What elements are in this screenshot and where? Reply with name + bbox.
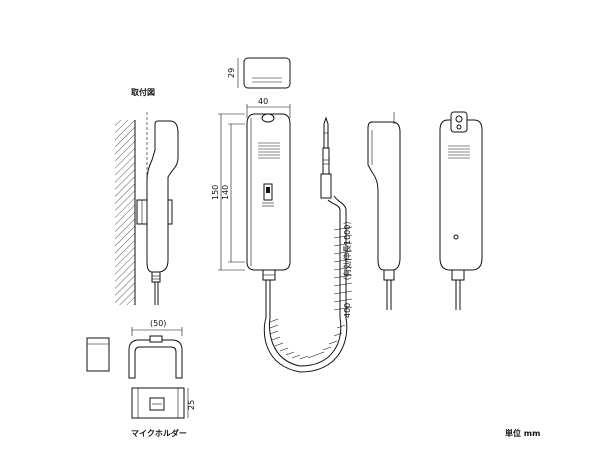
holder-side-view: [86, 337, 110, 372]
mic-body-side: [367, 121, 401, 271]
phone-plug: [320, 116, 332, 199]
mounting-diagram-title: 取付図: [131, 87, 155, 97]
holder-top-view: [128, 339, 183, 379]
coiled-cord: [263, 195, 353, 373]
mounting-diagram: 取付図: [115, 87, 179, 305]
speaker-grille: [258, 142, 280, 159]
mic-top-view: [243, 57, 291, 89]
mic-body-back: [439, 119, 483, 271]
holder-width-label: (50): [150, 319, 166, 328]
cord-length-label: 400: [343, 303, 352, 318]
holder-height-label: 25: [187, 400, 196, 410]
mic-side-view: [367, 112, 401, 310]
mic-front-view: 29 40 150: [211, 57, 353, 373]
unit-label: 単位 mm: [505, 428, 540, 438]
mic-holder-views: (50) 25 マイクホルダー: [86, 319, 196, 438]
mounted-mic-outline: [146, 120, 179, 273]
cord-note-label: （有効伸長1000）: [342, 217, 352, 285]
total-length-label: 150: [211, 185, 220, 200]
back-grille: [448, 145, 470, 159]
mic-back-view: [439, 111, 483, 310]
mic-holder-title: マイクホルダー: [131, 428, 187, 438]
body-length-label: 140: [221, 185, 230, 200]
depth-label: 29: [227, 68, 236, 78]
wall-hatch: [115, 120, 135, 305]
width-label: 40: [258, 97, 268, 106]
